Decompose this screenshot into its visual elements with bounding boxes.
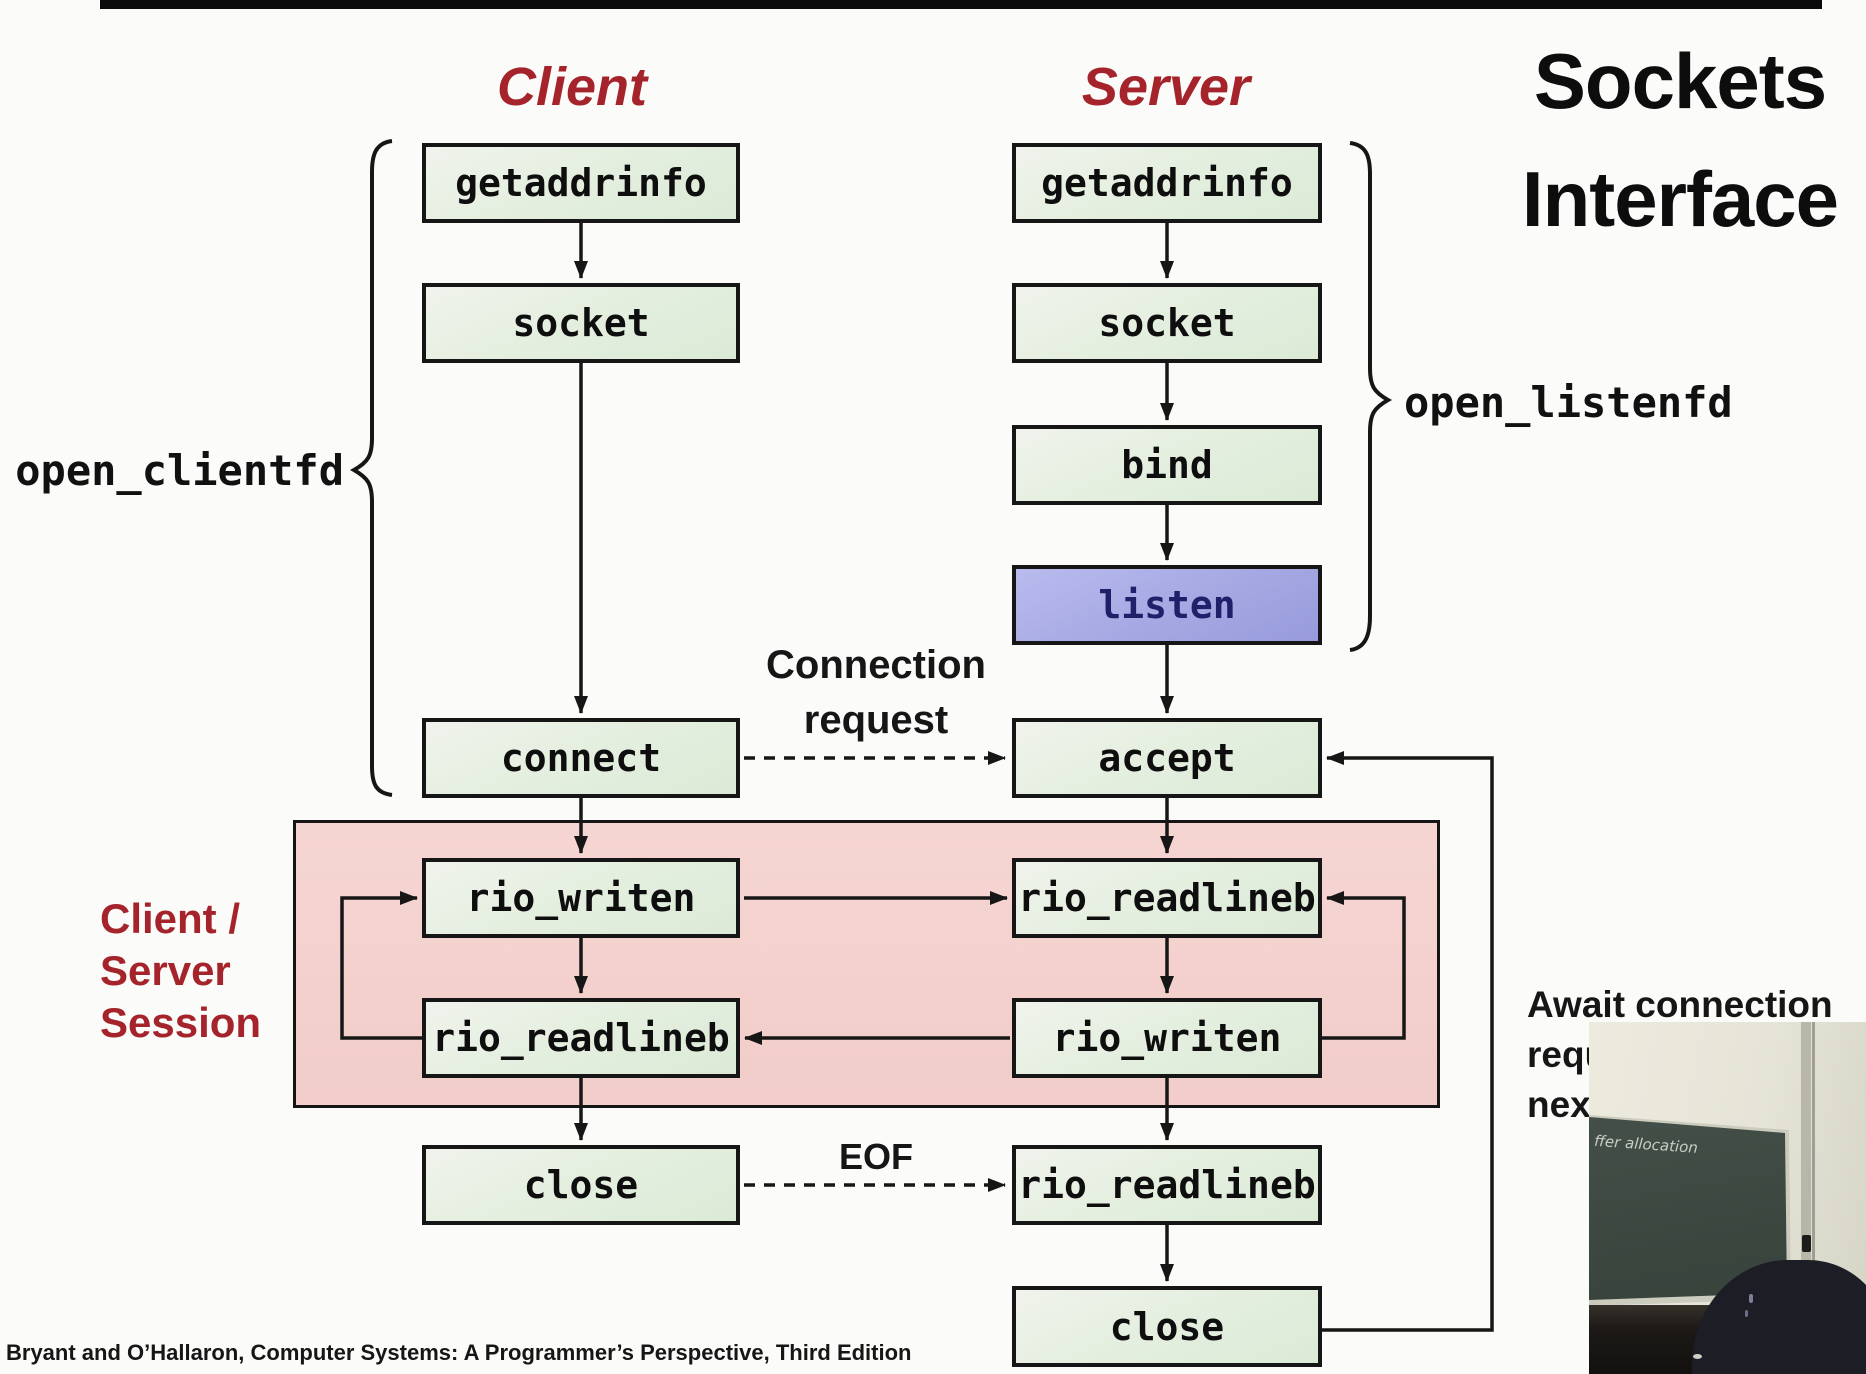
client-column-heading: Client (496, 57, 647, 117)
flow-box-client-socket: socket (422, 283, 740, 363)
eof-label: EOF (838, 1136, 913, 1177)
person-highlight (1749, 1294, 1753, 1303)
chalk-piece (1693, 1354, 1702, 1359)
await-label-line1: Await connection (1527, 984, 1833, 1025)
flow-box-client-close: close (422, 1145, 740, 1225)
lecture-video-overlay: ffer allocation (1589, 1022, 1866, 1374)
video-wall-pipe-shadow (1812, 1022, 1815, 1287)
await-connection-label: Await connection requ nex (1527, 980, 1833, 1130)
person-highlight-2 (1745, 1310, 1748, 1317)
flow-box-server-bind: bind (1012, 425, 1322, 505)
footer-attribution: Bryant and O’Hallaron, Computer Systems:… (6, 1340, 912, 1365)
flow-box-server-listen: listen (1012, 565, 1322, 645)
flow-box-server-rio-writen: rio_writen (1012, 998, 1322, 1078)
open-clientfd-label: open_clientfd (15, 446, 344, 495)
wall-hook (1802, 1235, 1811, 1252)
brace-open-listenfd (1349, 141, 1393, 652)
session-label-line2: Server (100, 947, 231, 994)
flow-box-server-socket: socket (1012, 283, 1322, 363)
top-border-bar (100, 0, 1822, 9)
slide-title: Sockets Interface (1492, 22, 1866, 258)
flow-box-client-getaddrinfo: getaddrinfo (422, 143, 740, 223)
flow-box-server-getaddrinfo: getaddrinfo (1012, 143, 1322, 223)
client-server-session-label: Client / Server Session (100, 893, 261, 1049)
video-wall-pipe (1801, 1022, 1811, 1287)
flow-box-server-rio-readlineb-1: rio_readlineb (1012, 858, 1322, 938)
await-label-line3: nex (1527, 1084, 1591, 1125)
flow-box-client-connect: connect (422, 718, 740, 798)
slide-title-line2: Interface (1521, 155, 1839, 243)
session-label-line1: Client / (100, 895, 241, 942)
flow-box-server-accept: accept (1012, 718, 1322, 798)
server-column-heading: Server (1081, 57, 1251, 117)
loop-server-session (1322, 891, 1406, 1040)
loop-client-session (340, 891, 422, 1040)
connection-request-line2: request (803, 698, 949, 742)
session-label-line3: Session (100, 999, 262, 1046)
brace-open-clientfd (349, 139, 393, 797)
slide-title-line1: Sockets (1533, 37, 1827, 125)
flow-box-server-rio-readlineb-2: rio_readlineb (1012, 1145, 1322, 1225)
open-listenfd-label: open_listenfd (1404, 378, 1733, 427)
flow-box-client-rio-writen: rio_writen (422, 858, 740, 938)
loop-server-close-accept (1322, 751, 1494, 1332)
connection-request-label: Connection request (746, 638, 1006, 748)
flow-box-client-rio-readlineb: rio_readlineb (422, 998, 740, 1078)
connection-request-line1: Connection (766, 643, 986, 687)
flow-box-server-close: close (1012, 1286, 1322, 1367)
